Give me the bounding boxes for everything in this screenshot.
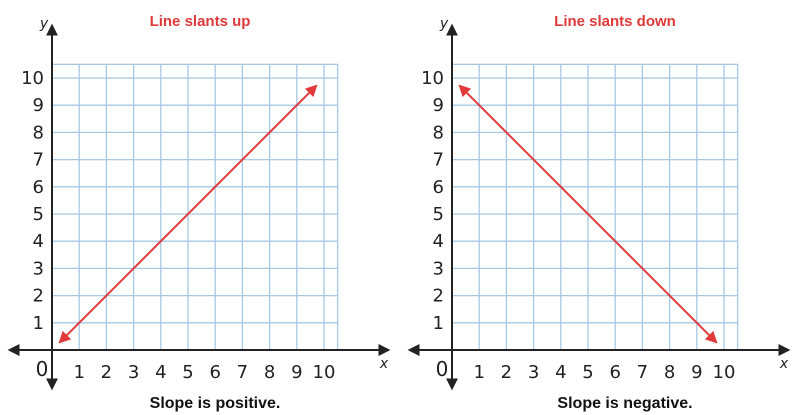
chart-caption: Slope is negative. xyxy=(557,395,693,412)
y-tick-label: 4 xyxy=(33,231,44,252)
y-tick-label: 8 xyxy=(433,122,444,143)
y-tick-label: 6 xyxy=(33,177,44,198)
x-tick-label: 9 xyxy=(691,362,702,383)
x-tick-label: 9 xyxy=(291,362,302,383)
grid-border xyxy=(451,63,739,351)
y-axis-label: y xyxy=(39,16,49,32)
x-axis-label: x xyxy=(379,356,389,372)
y-tick-label: 2 xyxy=(433,286,444,307)
origin-label: 0 xyxy=(436,357,449,381)
y-tick-label: 1 xyxy=(33,313,44,334)
x-tick-label: 5 xyxy=(182,362,193,383)
x-tick-label: 7 xyxy=(237,362,248,383)
y-tick-label: 7 xyxy=(33,150,44,171)
origin-label: 0 xyxy=(36,357,49,381)
x-tick-label: 10 xyxy=(313,362,336,383)
x-tick-label: 1 xyxy=(473,362,484,383)
y-axis-label: y xyxy=(439,16,449,32)
x-axis-label: x xyxy=(779,356,789,372)
y-tick-label: 9 xyxy=(433,95,444,116)
x-tick-label: 3 xyxy=(528,362,539,383)
x-tick-label: 10 xyxy=(713,362,736,383)
y-tick-label: 9 xyxy=(33,95,44,116)
x-tick-label: 3 xyxy=(128,362,139,383)
y-tick-label: 3 xyxy=(33,258,44,279)
chart-caption: Slope is positive. xyxy=(149,395,281,412)
y-tick-label: 7 xyxy=(433,150,444,171)
y-tick-label: 3 xyxy=(433,258,444,279)
x-tick-label: 4 xyxy=(155,362,166,383)
slope-line xyxy=(58,84,318,344)
y-tick-label: 10 xyxy=(21,68,44,89)
y-tick-label: 2 xyxy=(33,286,44,307)
y-tick-label: 1 xyxy=(433,313,444,334)
x-tick-label: 6 xyxy=(209,362,220,383)
y-tick-label: 6 xyxy=(433,177,444,198)
x-tick-label: 2 xyxy=(101,362,112,383)
y-tick-label: 5 xyxy=(33,204,44,225)
x-tick-label: 4 xyxy=(555,362,566,383)
chart-title: Line slants down xyxy=(554,13,676,30)
x-tick-label: 2 xyxy=(501,362,512,383)
chart-title: Line slants up xyxy=(149,13,251,30)
y-tick-label: 4 xyxy=(433,231,444,252)
x-tick-label: 5 xyxy=(582,362,593,383)
y-tick-label: 8 xyxy=(33,122,44,143)
x-tick-label: 8 xyxy=(664,362,675,383)
slope-line xyxy=(458,84,718,344)
x-tick-label: 6 xyxy=(609,362,620,383)
x-tick-label: 1 xyxy=(73,362,84,383)
y-tick-label: 10 xyxy=(421,68,444,89)
y-tick-label: 5 xyxy=(433,204,444,225)
x-tick-label: 8 xyxy=(264,362,275,383)
x-tick-label: 7 xyxy=(637,362,648,383)
